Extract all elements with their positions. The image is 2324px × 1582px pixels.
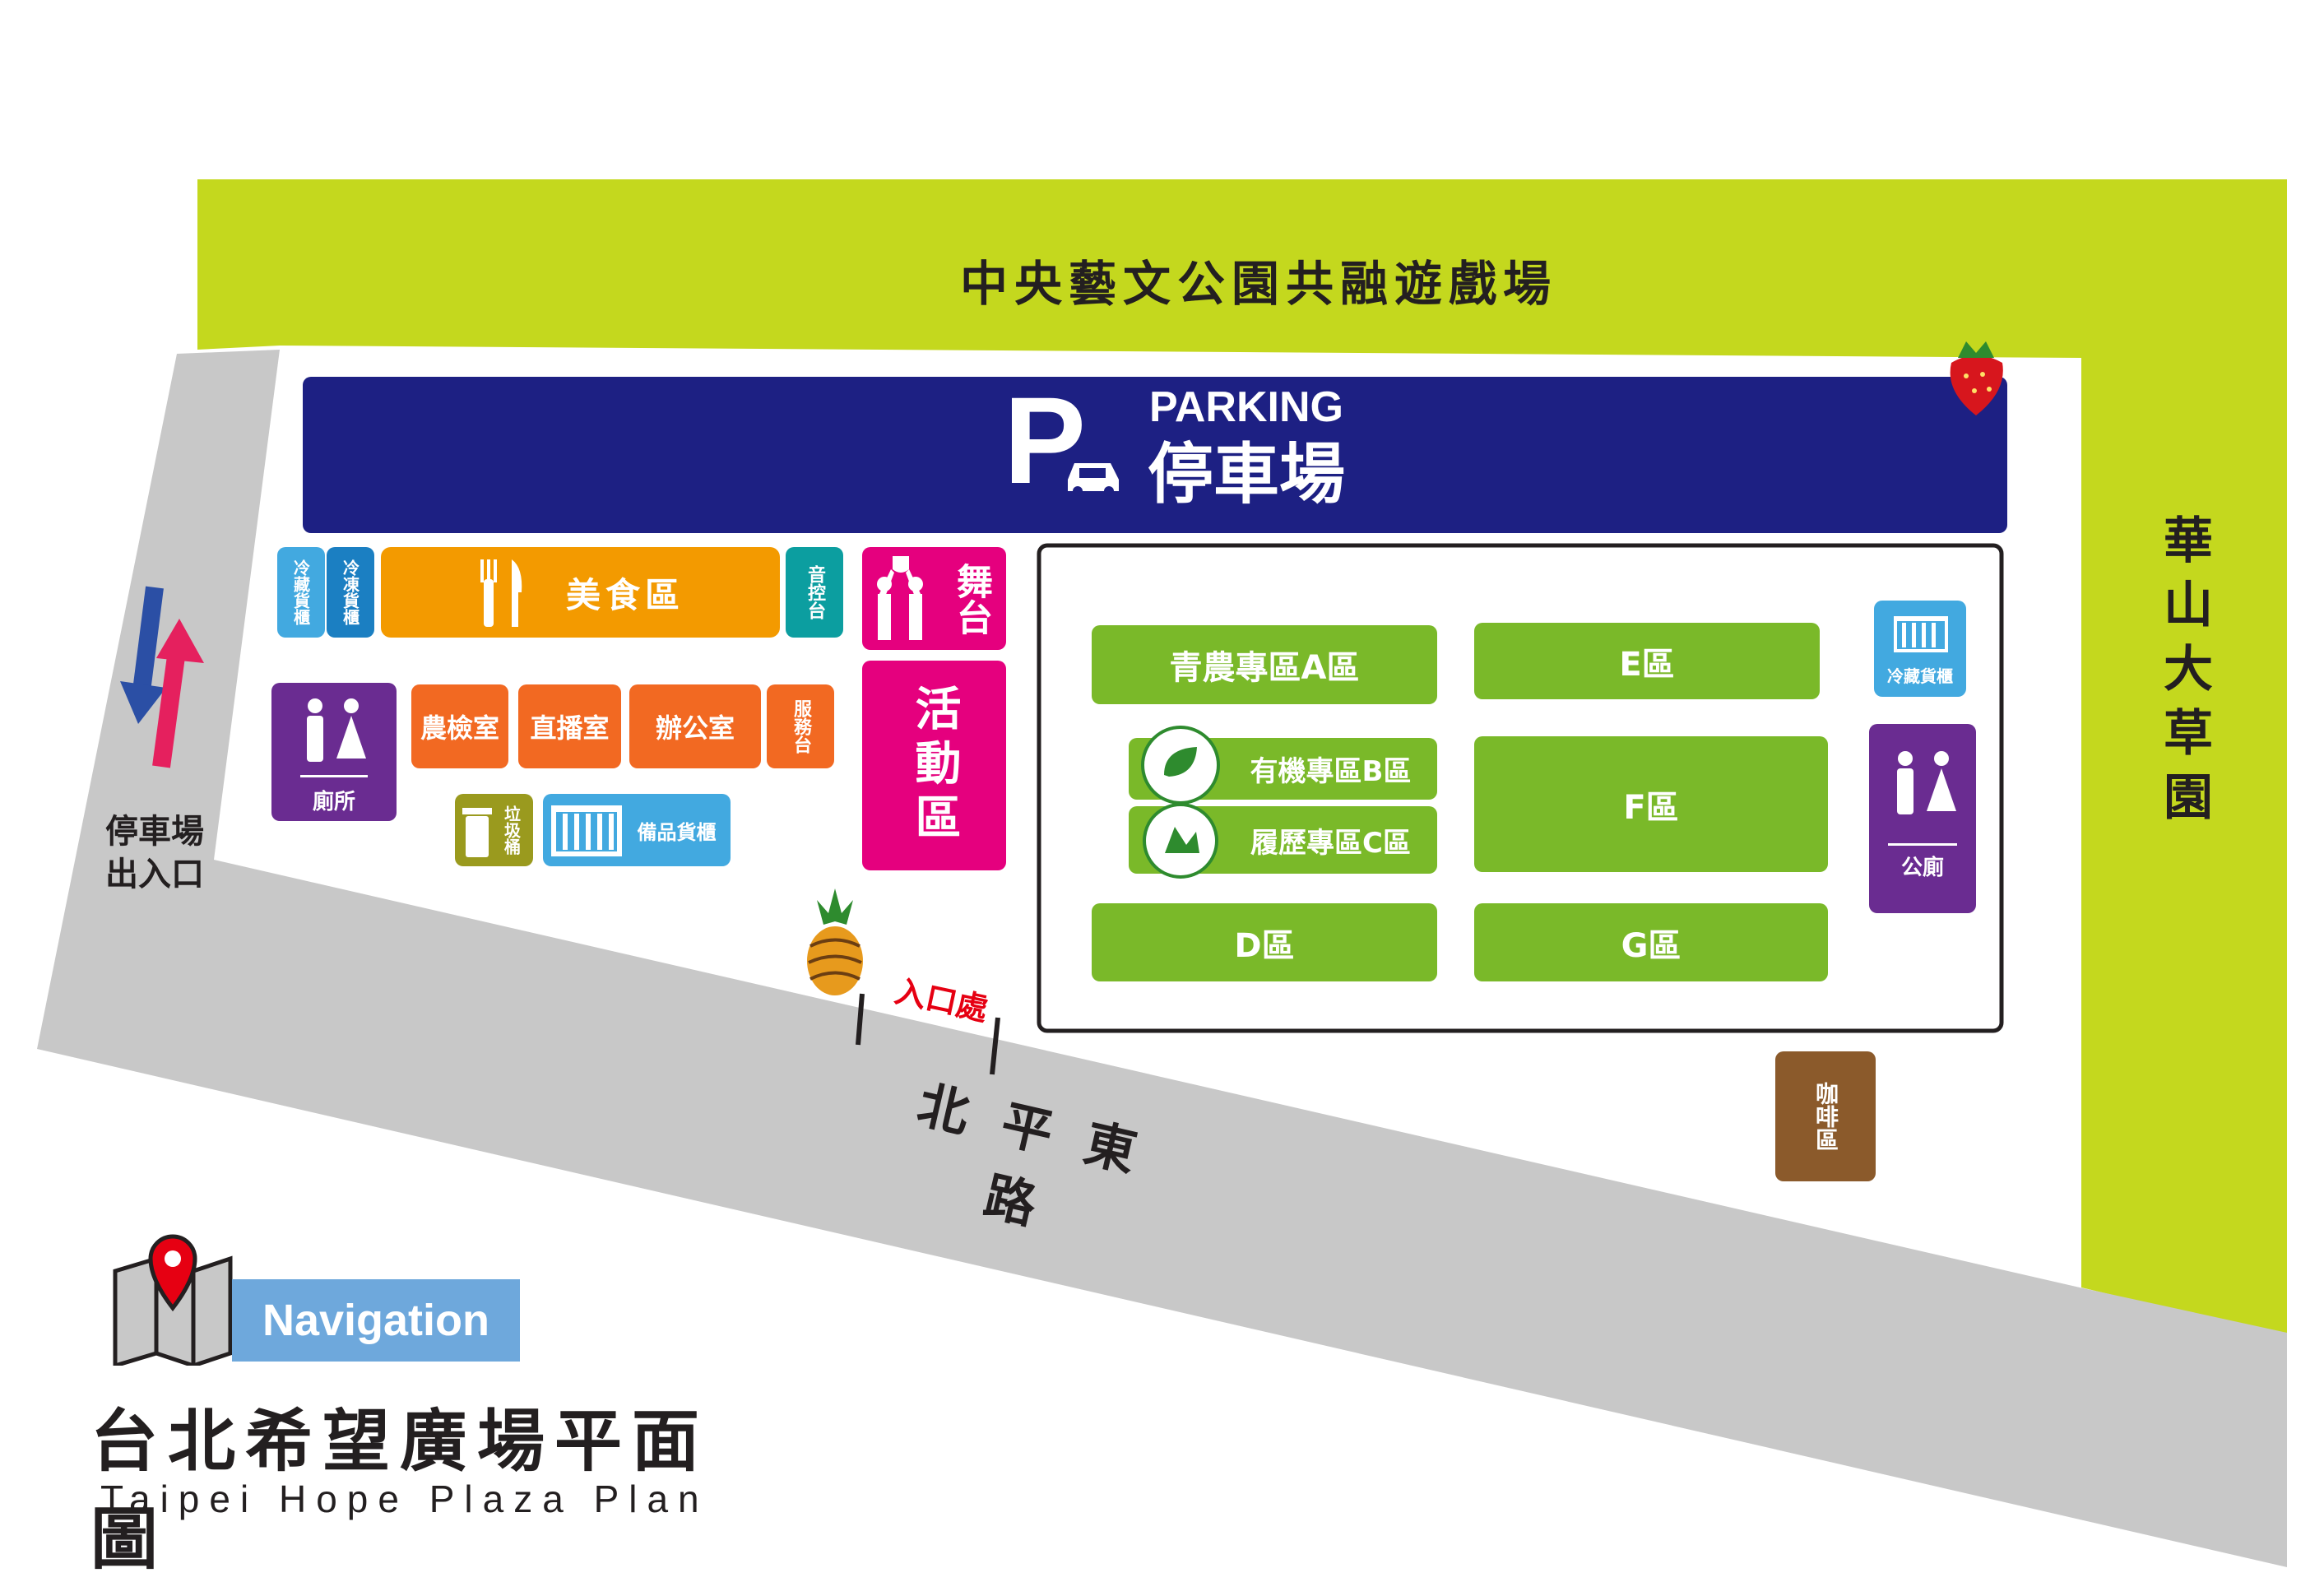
zone-d: D區 bbox=[1092, 903, 1437, 981]
zone-b-label: 有機專區B區 bbox=[1250, 755, 1412, 788]
restroom-right-divider bbox=[1888, 843, 1957, 846]
broadcast-room: 直播室 bbox=[518, 684, 621, 768]
restroom-right bbox=[1869, 724, 1976, 913]
cold-cabinet-right-label: 冷藏貨櫃 bbox=[1887, 666, 1953, 686]
cafe: 咖啡區 bbox=[1775, 1051, 1876, 1181]
zone-a: 青農專區A區 bbox=[1092, 625, 1437, 704]
restroom-right-label: 公廁 bbox=[1900, 856, 1944, 880]
food-area bbox=[381, 547, 780, 638]
restroom-icon-right bbox=[1882, 750, 1964, 816]
road-area bbox=[37, 350, 2287, 1567]
car-exit-label: 停車場出入口 bbox=[105, 813, 204, 893]
park-label: 中央藝文公園共融遊戲場 bbox=[959, 256, 1557, 312]
restroom-left bbox=[271, 683, 397, 821]
entrance-mark-left bbox=[856, 993, 865, 1046]
zone-c-label: 履歷專區C區 bbox=[1250, 826, 1411, 860]
container-icon bbox=[550, 800, 624, 860]
restroom-left-label: 廁所 bbox=[312, 789, 355, 814]
map-title-en: Taipei Hope Plaza Plan bbox=[100, 1478, 709, 1520]
container-icon-right bbox=[1892, 613, 1950, 654]
map-title-zh: 台北希望廣場平面圖 bbox=[90, 1403, 710, 1579]
north-park-area bbox=[197, 179, 2287, 1337]
car-exit-arrows bbox=[99, 576, 222, 773]
inspection-room: 農檢室 bbox=[411, 684, 508, 768]
service-desk: 服務台 bbox=[767, 684, 834, 768]
storage-label: 備品貨櫃 bbox=[637, 820, 717, 844]
stage-label: 舞台 bbox=[950, 563, 992, 635]
utensils-icon bbox=[477, 559, 526, 627]
cold-cabinet-1: 冷藏貨櫃 bbox=[277, 547, 325, 638]
zone-e: E區 bbox=[1474, 623, 1820, 699]
food-label: 美食區 bbox=[565, 574, 684, 615]
entrance-mark-right bbox=[990, 1017, 1000, 1075]
side-park-label: 華山大草園 bbox=[2155, 514, 2213, 835]
car-icon bbox=[1061, 448, 1127, 498]
tap-badge-icon bbox=[1142, 802, 1220, 880]
performer-icon bbox=[868, 551, 934, 642]
map-pin-icon bbox=[111, 1213, 234, 1369]
strawberry-icon bbox=[1941, 333, 2011, 420]
market-area-outline bbox=[1037, 543, 2004, 1033]
parking-label-zh: 停車場 bbox=[1148, 436, 1345, 513]
organic-badge-icon bbox=[1139, 724, 1222, 806]
parking-area bbox=[303, 377, 2007, 533]
office: 辦公室 bbox=[629, 684, 761, 768]
trash-icon bbox=[461, 805, 494, 859]
sound-control: 音控台 bbox=[786, 547, 843, 638]
restroom-icon bbox=[292, 698, 374, 763]
pineapple-icon bbox=[802, 888, 868, 995]
cold-cabinet-2: 冷凍貨櫃 bbox=[327, 547, 374, 638]
road-label: 北平東路 bbox=[912, 1074, 1176, 1244]
parking-label-en: PARKING bbox=[1149, 383, 1343, 431]
zone-f: F區 bbox=[1474, 736, 1828, 872]
trash-label: 垃圾桶 bbox=[501, 805, 522, 855]
activity-area: 活動區 bbox=[862, 661, 1006, 870]
zone-g: G區 bbox=[1474, 903, 1828, 981]
restroom-divider bbox=[300, 775, 368, 777]
navigation-label: Navigation bbox=[232, 1279, 520, 1362]
